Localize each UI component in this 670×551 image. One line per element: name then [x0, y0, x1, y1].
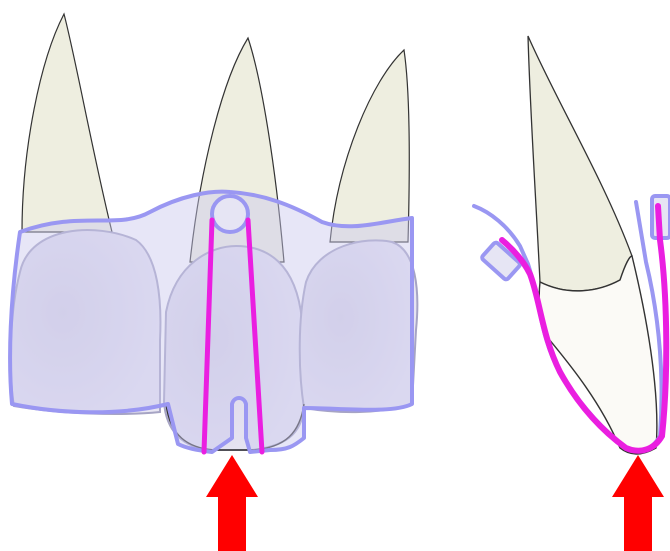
root-right: [330, 50, 409, 242]
arrow-up-icon: [206, 455, 258, 551]
arrow-up-icon: [612, 455, 664, 551]
side-root: [528, 36, 632, 291]
front-arrow: [206, 455, 258, 551]
side-arrow: [612, 455, 664, 551]
root-left: [22, 14, 112, 232]
side-view: [474, 36, 670, 454]
pin-head: [212, 196, 248, 232]
front-view: [10, 14, 417, 452]
side-splint-tab-left: [481, 241, 521, 280]
